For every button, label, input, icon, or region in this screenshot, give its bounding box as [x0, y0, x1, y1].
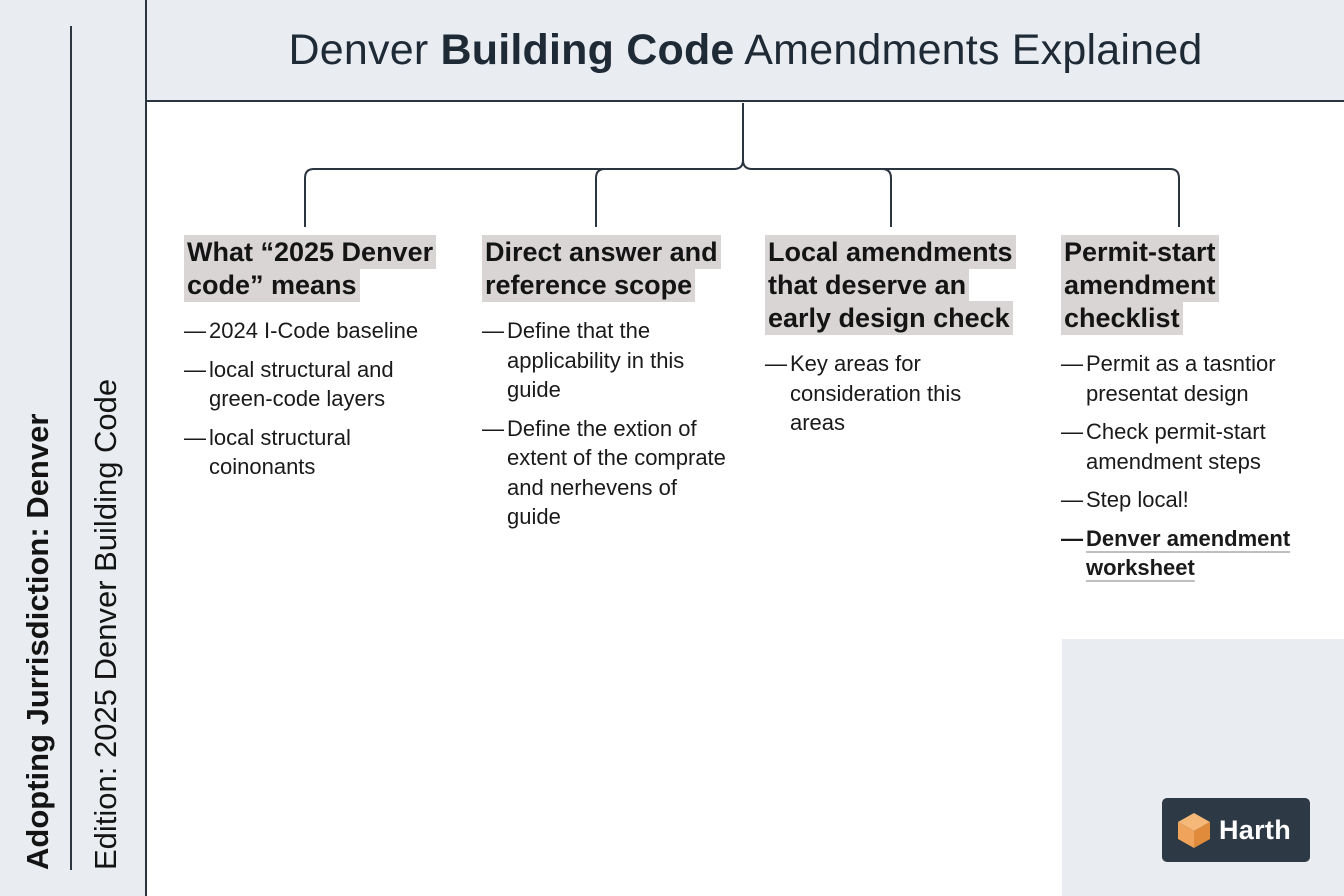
list-item: local structural coinonants	[184, 423, 454, 482]
column-reference-scope: Direct answer and reference scope Define…	[482, 235, 732, 541]
title-prefix: Denver	[288, 25, 441, 74]
list-item: local structural and green-code layers	[184, 355, 454, 414]
logo-text: Harth	[1219, 814, 1292, 845]
branch-connector-3	[881, 168, 892, 227]
title-suffix: Amendments Explained	[734, 25, 1203, 74]
list-item: Key areas for consideration this areas	[765, 349, 1020, 438]
cube-icon	[1178, 813, 1210, 848]
list-item: Permit as a tasntior presentat design	[1061, 349, 1306, 408]
list-item: Define that the applicability in this gu…	[482, 316, 732, 405]
column-title: Local amendments that deserve an early d…	[765, 235, 1016, 335]
list-item: Check permit-start amendment steps	[1061, 417, 1306, 476]
list-item: 2024 I-Code baseline	[184, 316, 454, 346]
title-emphasis: Building Code	[440, 25, 735, 74]
sidebar-divider	[70, 26, 72, 870]
worksheet-link[interactable]: Denver amendment worksheet	[1061, 524, 1306, 583]
harth-logo: Harth	[1162, 798, 1310, 862]
column-title: Direct answer and reference scope	[482, 235, 721, 302]
column-title: Permit-start amendment checklist	[1061, 235, 1219, 335]
sidebar: Adopting Jurrisdiction: Denver Edition: …	[0, 0, 147, 896]
list-item: Step local!	[1061, 485, 1306, 515]
column-code-meaning: What “2025 Denver code” means 2024 I-Cod…	[184, 235, 454, 491]
tree-connectors	[304, 103, 1180, 227]
page-title: Denver Building Code Amendments Explaine…	[289, 26, 1203, 75]
branch-connector-2	[595, 168, 606, 227]
trunk-right-connector	[742, 159, 1180, 227]
list-item: Define the extion of extent of the compr…	[482, 414, 732, 532]
column-permit-checklist: Permit-start amendment checklist Permit …	[1061, 235, 1306, 592]
header: Denver Building Code Amendments Explaine…	[147, 0, 1344, 102]
column-title: What “2025 Denver code” means	[184, 235, 437, 302]
trunk-connector	[304, 103, 744, 227]
column-local-amendments: Local amendments that deserve an early d…	[765, 235, 1020, 447]
